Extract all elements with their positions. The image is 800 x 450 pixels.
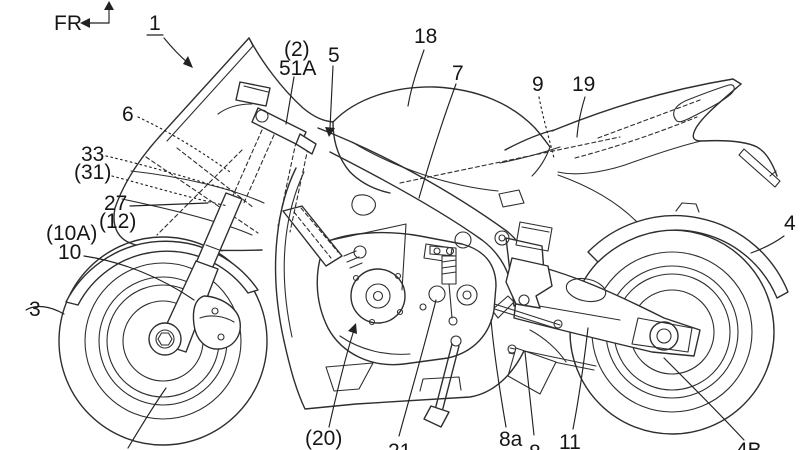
ref-label-9: 9 [532, 73, 544, 96]
fr-up-arrowhead [104, 1, 114, 10]
ref-label-31: (31) [74, 161, 111, 184]
leader-19 [577, 97, 585, 137]
engine [283, 206, 496, 365]
ref-label-1: 1 [149, 12, 161, 35]
leader-8a [491, 320, 506, 427]
handlebar-assembly [218, 82, 316, 154]
ref-label-51A: 51A [279, 57, 316, 80]
ref-label-5: 5 [328, 44, 340, 67]
fr-label: FR [54, 12, 82, 35]
front-brake-caliper [193, 296, 240, 349]
arrowhead-1 [183, 56, 193, 68]
ref-label-6: 6 [122, 103, 134, 126]
leader-4B [664, 358, 744, 440]
ref-label-8a: 8a [499, 428, 523, 450]
ref-label-8: 8 [529, 441, 541, 450]
leader-9 [539, 97, 554, 158]
ref-label-10: 10 [58, 241, 81, 264]
leader-7 [419, 84, 456, 198]
leader-cutoff-front-wheel [128, 388, 166, 448]
ref-label-19: 19 [572, 73, 595, 96]
ref-label-7: 7 [452, 62, 464, 85]
leader-1 [164, 38, 188, 63]
ref-label-4: 4 [784, 212, 796, 235]
ref-label-18: 18 [414, 25, 437, 48]
ref-label-4B: 4B [736, 439, 762, 450]
ref-label-3: 3 [29, 298, 41, 321]
direction-indicator: FR [54, 1, 114, 35]
ref-label-11: 11 [559, 431, 581, 450]
leader-5 [330, 66, 333, 128]
ref-label-20: (20) [305, 427, 342, 450]
leader-18 [408, 50, 424, 106]
bike-drawing [59, 38, 788, 445]
ref-label-21: 21 [388, 440, 411, 450]
leader-51A [286, 77, 294, 124]
ref-label-12: (12) [99, 210, 136, 233]
